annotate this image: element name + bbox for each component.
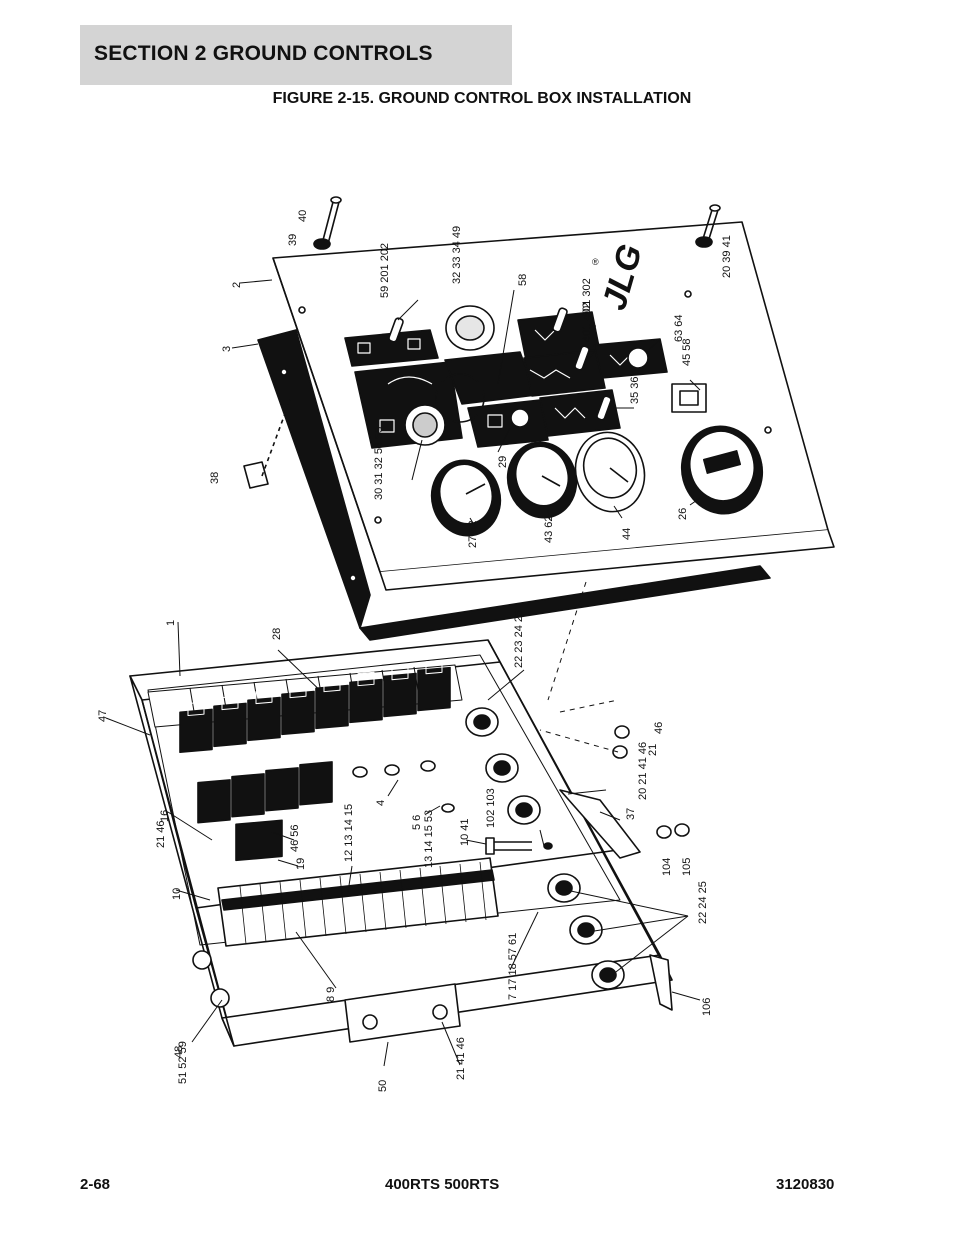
terminal-strip bbox=[217, 857, 499, 947]
callout-26: 26 bbox=[677, 508, 689, 520]
callout-106: 106 bbox=[701, 998, 713, 1016]
callout-63: 63 64 bbox=[673, 314, 685, 342]
pad-3 bbox=[444, 351, 537, 405]
panel-screws bbox=[313, 196, 721, 250]
callout-102: 102 103 bbox=[485, 788, 497, 828]
panel-gasket bbox=[257, 329, 371, 629]
callout-19: 19 bbox=[295, 858, 307, 870]
callout-20a: 20 39 41 bbox=[721, 235, 733, 278]
callout-28: 28 bbox=[271, 628, 283, 640]
callout-numbers: 40 39 2 3 38 59 201 202 32 33 34 49 58 3… bbox=[97, 210, 733, 1092]
callout-8: 8 9 bbox=[325, 987, 337, 1002]
callout-47: 47 bbox=[97, 710, 109, 722]
callout-10b: 10 bbox=[171, 888, 183, 900]
callout-301: 301 302 bbox=[581, 278, 593, 318]
callout-22b: 22 24 25 bbox=[697, 881, 709, 924]
diodes bbox=[352, 760, 455, 813]
callout-44: 44 bbox=[621, 528, 633, 540]
callout-20b: 20 21 41 46 bbox=[637, 742, 649, 800]
section-header: SECTION 2 GROUND CONTROLS bbox=[80, 25, 512, 85]
callout-105: 105 bbox=[681, 858, 693, 876]
callout-22a: 22 23 24 25 bbox=[513, 610, 525, 668]
callout-21a: 21 bbox=[647, 744, 659, 756]
bracket-106 bbox=[649, 954, 673, 1011]
callout-30: 30 31 32 54 55 bbox=[373, 427, 385, 500]
callout-104: 104 bbox=[661, 858, 673, 876]
callout-5: 5 6 bbox=[411, 815, 423, 830]
callout-16: 16 bbox=[159, 810, 171, 822]
bolt-102 bbox=[485, 837, 553, 855]
footer-models: 400RTS 500RTS bbox=[385, 1176, 500, 1193]
circuit-breakers bbox=[465, 707, 625, 990]
callout-29: 29 bbox=[497, 456, 509, 468]
clip-38 bbox=[243, 461, 269, 489]
callout-45: 45 58 bbox=[681, 338, 693, 366]
hourmeter bbox=[671, 383, 707, 413]
registered-mark: ® bbox=[592, 257, 599, 267]
callout-21b: 21 46 bbox=[155, 820, 167, 848]
callout-51: 51 52 59 bbox=[177, 1041, 189, 1084]
callout-7: 7 17 18 57 61 bbox=[507, 933, 519, 1000]
toggle-switches bbox=[388, 307, 612, 421]
relay-19 bbox=[235, 819, 283, 862]
callout-46b: 46 56 bbox=[289, 824, 301, 852]
figure-title: FIGURE 2-15. GROUND CONTROL BOX INSTALLA… bbox=[272, 90, 692, 107]
section-title: SECTION 2 GROUND CONTROLS bbox=[94, 42, 433, 65]
callout-50: 50 bbox=[377, 1080, 389, 1092]
gauges bbox=[430, 425, 764, 537]
callout-46a: 46 bbox=[653, 722, 665, 734]
relays bbox=[179, 666, 451, 862]
callout-43: 43 62 bbox=[543, 515, 555, 543]
callout-1: 1 bbox=[165, 620, 177, 626]
callout-37: 37 bbox=[625, 808, 637, 820]
callout-4: 4 bbox=[375, 800, 387, 806]
callout-12: 12 13 14 15 bbox=[343, 804, 355, 862]
callout-39: 39 bbox=[287, 234, 299, 246]
callout-13: 13 14 15 53 bbox=[423, 810, 435, 868]
callout-27: 27 62 bbox=[467, 520, 479, 548]
pad-4 bbox=[467, 399, 549, 448]
footer-page-number: 2-68 bbox=[80, 1176, 111, 1193]
callout-21c: 21 41 46 bbox=[455, 1037, 467, 1080]
callout-35: 35 36 bbox=[629, 376, 641, 404]
callout-58: 58 bbox=[517, 274, 529, 286]
callout-401: 401 402 bbox=[581, 302, 593, 342]
callout-2: 2 bbox=[231, 282, 243, 288]
footer-doc-number: 3120830 bbox=[776, 1176, 835, 1193]
callout-59: 59 201 202 bbox=[379, 243, 391, 298]
callout-3: 3 bbox=[221, 346, 233, 352]
callout-10a: 10 41 bbox=[459, 818, 471, 846]
bracket-37 bbox=[559, 789, 641, 859]
callout-32: 32 33 34 49 bbox=[451, 226, 463, 284]
callout-48: 48 bbox=[173, 1046, 185, 1058]
callout-40: 40 bbox=[297, 210, 309, 222]
callout-38: 38 bbox=[209, 472, 221, 484]
